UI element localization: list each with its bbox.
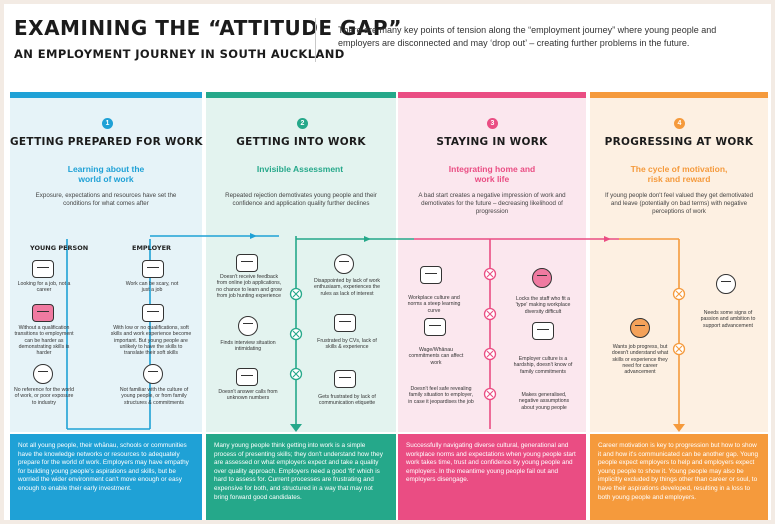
stage-2-footer: Many young people think getting into wor…: [206, 434, 396, 520]
money-icon: [32, 260, 54, 278]
stage-3-caption: Makes generalised, negative assumptions …: [518, 392, 570, 411]
stage-1-description: Exposure, expectations and resources hav…: [35, 192, 177, 207]
stage-4-caption: Wants job progress, but doesn't understa…: [611, 344, 669, 376]
stage-4-number: 4: [674, 118, 685, 129]
stage-2-caption: Frustrated by CVs, lack of skills & expe…: [317, 338, 377, 351]
stage-4-caption: Needs some signs of passion and ambition…: [700, 310, 756, 329]
stage-1-caption: No reference for the world of work, or p…: [14, 387, 74, 406]
stage-1-caption: Without a qualification transitions to e…: [14, 325, 74, 357]
stage-3-footer-text: Successfully navigating diverse cultural…: [406, 442, 576, 484]
face-icon: [630, 318, 650, 338]
journey-flow-lines: [66, 233, 686, 432]
stage-1-caption: Looking for a job, not a career: [17, 281, 71, 294]
stage-2-caption: Doesn't receive feedback from online job…: [216, 274, 282, 299]
stage-3-caption: Doesn't feel safe revealing family situa…: [408, 386, 474, 405]
stage-1-footer: Not all young people, their whānau, scho…: [10, 434, 202, 520]
stage-4-description: If young people don't feel valued they g…: [604, 192, 754, 215]
person-icon: [334, 254, 354, 274]
young-person-label: YOUNG PERSON: [30, 244, 89, 252]
stage-2-number: 2: [297, 118, 308, 129]
arrow-icon: [604, 236, 611, 242]
stage-1-subtitle: Learning about the world of work: [67, 164, 145, 184]
stage-4-subtitle: The cycle of motivation, risk and reward: [630, 164, 728, 184]
arrow-icon: [673, 424, 685, 432]
stage-2-topbar: [206, 92, 396, 98]
stage-1-caption: Not familiar with the culture of young p…: [119, 387, 189, 406]
stage-1-caption: With low or no qualifications, soft skil…: [110, 325, 192, 357]
stage-1-title: GETTING PREPARED FOR WORK: [10, 136, 203, 148]
stage-3-number: 3: [487, 118, 498, 129]
arrow-icon: [364, 236, 371, 242]
stage-4-footer-text: Career motivation is key to progression …: [598, 442, 759, 501]
mobile-icon: [334, 370, 356, 388]
document-icon: [334, 314, 356, 332]
stage-2-caption: Finds interview situation intimidating: [220, 340, 276, 353]
stage-3-caption: Employer culture is a hardship, doesn't …: [513, 356, 573, 375]
header-divider: [315, 18, 316, 62]
stage-3-caption: Wage/Whānau commitments can affect work: [408, 347, 464, 366]
page-title: EXAMINING THE “ATTITUDE GAP”: [14, 16, 403, 40]
stage-2-title: GETTING INTO WORK: [236, 136, 366, 148]
intro-text: There are many key points of tension alo…: [338, 25, 717, 48]
thought-bubble-icon: [716, 274, 736, 294]
stage-2-subtitle: Invisible Assessment: [256, 164, 344, 174]
diploma-icon: [32, 304, 54, 322]
stage-3-footer: Successfully navigating diverse cultural…: [398, 434, 586, 520]
stage-4-topbar: [590, 92, 768, 98]
stage-1-footer-text: Not all young people, their whānau, scho…: [18, 442, 189, 492]
stage-3-topbar: [398, 92, 586, 98]
stage-3-caption: Workplace culture and norms a steep lear…: [407, 295, 461, 314]
people-icon: [424, 318, 446, 336]
stage-3-panel: [398, 92, 586, 432]
stage-3-caption: Locks the staff who fit a 'type' making …: [515, 296, 571, 315]
stage-3-title: STAYING IN WORK: [436, 136, 548, 148]
employer-label: EMPLOYER: [132, 244, 172, 252]
header: EXAMINING THE “ATTITUDE GAP” AN EMPLOYME…: [4, 4, 771, 82]
infographic: EXAMINING THE “ATTITUDE GAP” AN EMPLOYME…: [4, 4, 771, 520]
face-icon: [33, 364, 53, 384]
venn-icon: [532, 268, 552, 288]
face-icon: [238, 316, 258, 336]
stage-1-topbar: [10, 92, 202, 98]
stage-2-caption: Disappointed by lack of work enthusiasm,…: [313, 278, 381, 297]
phone-icon: [236, 368, 258, 386]
checklist-icon: [142, 304, 164, 322]
stage-2-description: Repeated rejection demotivates young peo…: [225, 192, 377, 207]
group-icon: [532, 322, 554, 340]
stage-4-title: PROGRESSING AT WORK: [604, 136, 754, 148]
arrow-icon: [250, 233, 257, 239]
chart-icon: [420, 266, 442, 284]
stage-1-number: 1: [102, 118, 113, 129]
stage-2-caption: Gets frustrated by lack of communication…: [318, 394, 376, 407]
stage-4-footer: Career motivation is key to progression …: [590, 434, 768, 520]
arrow-icon: [290, 424, 302, 432]
stage-3-subtitle: Integrating home and work life: [448, 164, 536, 184]
family-icon: [143, 364, 163, 384]
page-subtitle: AN EMPLOYMENT JOURNEY IN SOUTH AUCKLAND: [14, 47, 345, 61]
briefcase-icon: [142, 260, 164, 278]
stage-1-caption: Work can be scary, not just a job: [125, 281, 179, 294]
stage-2-caption: Doesn't answer calls from unknown number…: [218, 389, 278, 402]
laptop-icon: [236, 254, 258, 272]
stage-3-description: A bad start creates a negative impressio…: [418, 192, 566, 215]
stage-2-footer-text: Many young people think getting into wor…: [214, 442, 383, 501]
